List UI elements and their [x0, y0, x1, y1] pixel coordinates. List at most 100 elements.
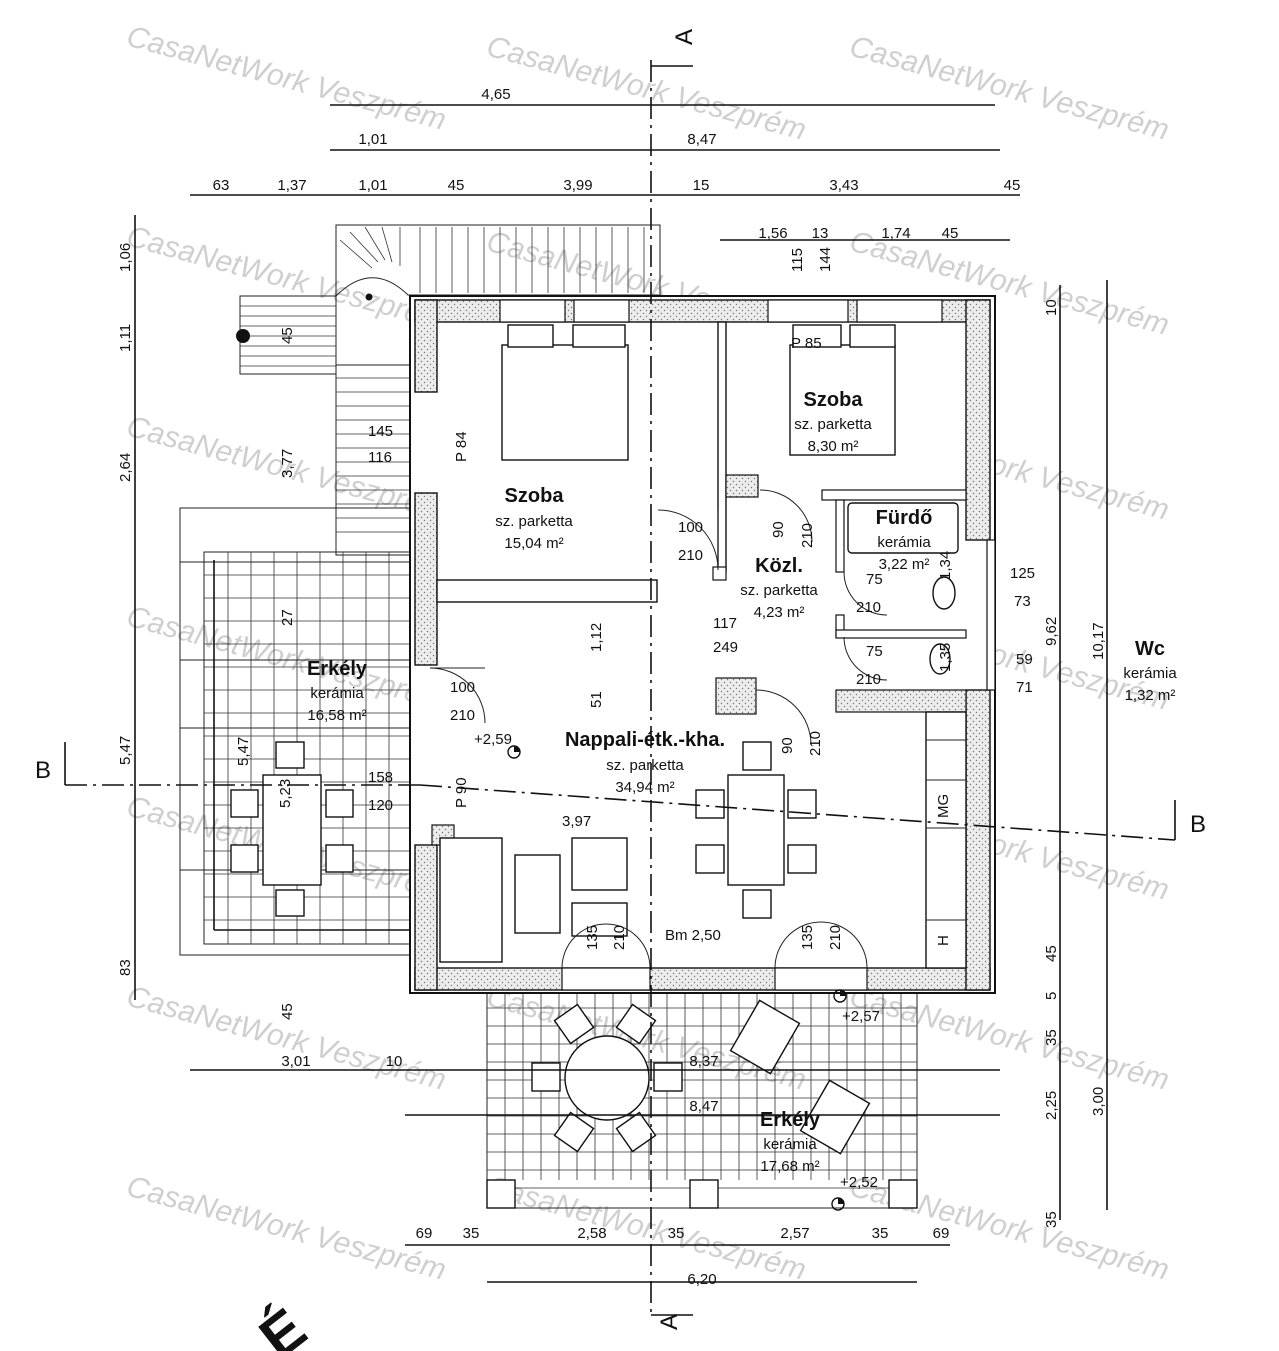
dim-door: 210: [807, 731, 824, 756]
room-name: Szoba: [804, 389, 864, 411]
dim-bottom: 35: [668, 1225, 685, 1242]
dim-top: 1,74: [881, 225, 910, 242]
room-nappali: Nappali-étk.-kha. sz. parketta 34,94 m²: [565, 729, 725, 796]
room-kozl: Közl. sz. parketta 4,23 m²: [740, 555, 818, 621]
room-name: Erkély: [307, 658, 368, 680]
section-mark-b-right: B: [1190, 811, 1206, 838]
room-name: Wc: [1135, 638, 1165, 660]
dim-bottom: 10: [386, 1053, 403, 1070]
room-height: Bm 2,50: [665, 927, 721, 944]
dim-misc: 3,97: [562, 813, 591, 830]
room-wc: Wc kerámia 1,32 m²: [1123, 638, 1177, 704]
dim-door: 210: [678, 547, 703, 564]
room-szoba-small: Szoba sz. parketta 8,30 m²: [794, 389, 872, 455]
dim-top: 1,01: [358, 131, 387, 148]
dim-top: 8,47: [687, 131, 716, 148]
dim-bottom: 3,01: [281, 1053, 310, 1070]
dim-top: 4,65: [481, 86, 510, 103]
dim-door: 135: [799, 925, 816, 950]
dim-left: 5,47: [117, 736, 134, 765]
dim-top: 15: [693, 177, 710, 194]
section-mark-b-left: B: [35, 757, 51, 784]
dim-door: 135: [584, 925, 601, 950]
room-name: Szoba: [505, 485, 565, 507]
dim-bottom: 69: [933, 1225, 950, 1242]
door-swings: [429, 489, 888, 969]
watermark: CasaNetWork Veszprém: [483, 1170, 809, 1287]
watermark: CasaNetWork Veszprém: [483, 30, 809, 147]
watermark: CasaNetWork Veszprém: [123, 1170, 449, 1287]
room-floor: kerámia: [763, 1136, 817, 1153]
dim-parapet: P 84: [453, 431, 470, 462]
room-erkely-bottom: Erkély kerámia 17,68 m²: [760, 1109, 821, 1175]
dim-left: 2,64: [117, 453, 134, 482]
room-floor: sz. parketta: [495, 513, 573, 530]
dim-misc: 1,12: [588, 623, 605, 652]
room-area: 1,32 m²: [1125, 687, 1176, 704]
room-area: 16,58 m²: [307, 707, 366, 724]
dim-door: 100: [450, 679, 475, 696]
room-name: Erkély: [760, 1109, 821, 1131]
dim-stair: 145: [368, 423, 393, 440]
room-furdo: Fürdő kerámia 3,22 m²: [876, 507, 933, 573]
dim-door: 75: [866, 643, 883, 660]
section-axes: A A B B: [35, 29, 1206, 1330]
room-area: 8,30 m²: [808, 438, 859, 455]
dim-top: 1,37: [277, 177, 306, 194]
dishwasher-label: MG: [935, 794, 952, 818]
dim-bottom: 8,37: [689, 1053, 718, 1070]
dim-right: 5: [1043, 992, 1060, 1000]
dim-door: 100: [678, 519, 703, 536]
dim-window: 71: [1016, 679, 1033, 696]
dim-door: 210: [450, 707, 475, 724]
dim-misc: 5,23: [277, 779, 294, 808]
dim-window: 59: [1016, 651, 1033, 668]
dim-door: 210: [856, 599, 881, 616]
dim-left: 45: [279, 1003, 296, 1020]
room-floor: kerámia: [877, 534, 931, 551]
dim-misc: 1,34: [937, 551, 954, 580]
room-floor: kerámia: [310, 685, 364, 702]
level-mark: +2,59: [474, 731, 512, 748]
dim-left: 83: [117, 959, 134, 976]
dim-right: 35: [1043, 1029, 1060, 1046]
level-mark: +2,52: [840, 1174, 878, 1191]
watermark: CasaNetWork Veszprém: [123, 980, 449, 1097]
dim-door: 210: [856, 671, 881, 688]
dim-left: 1,06: [117, 243, 134, 272]
dim-top: 1,01: [358, 177, 387, 194]
dimension-texts: 4,65 1,01 8,47 63 1,37 1,01 45 3,99 15 3…: [117, 86, 1107, 1288]
dim-top: 13: [812, 225, 829, 242]
dim-top: 45: [448, 177, 465, 194]
watermark: CasaNetWork Veszprém: [846, 30, 1172, 147]
dim-bottom: 6,20: [687, 1271, 716, 1288]
dim-right: 10: [1043, 299, 1060, 316]
watermark: CasaNetWork Veszprém: [846, 980, 1172, 1097]
dim-door: 210: [799, 523, 816, 548]
dim-left: 45: [279, 327, 296, 344]
dim-window: 125: [1010, 565, 1035, 582]
room-labels: Szoba sz. parketta 15,04 m² Szoba sz. pa…: [307, 389, 1177, 1175]
dim-left: 1,11: [117, 324, 134, 352]
dimension-lines: [134, 104, 1108, 1283]
dim-window: 117: [713, 615, 737, 632]
dim-top: 3,43: [829, 177, 858, 194]
dim-misc: 5,47: [235, 737, 252, 766]
dim-window: 158: [368, 769, 393, 786]
dim-door: 90: [770, 521, 787, 538]
dim-right: 45: [1043, 945, 1060, 962]
dim-bottom: 69: [416, 1225, 433, 1242]
dim-top: 45: [942, 225, 959, 242]
dim-right: 3,00: [1090, 1087, 1107, 1116]
room-name: Közl.: [755, 555, 803, 577]
dim-top: 1,56: [758, 225, 787, 242]
dim-window: 120: [368, 797, 393, 814]
dim-bottom: 35: [872, 1225, 889, 1242]
dim-top: 115: [789, 248, 806, 272]
dim-top: 3,99: [563, 177, 592, 194]
level-mark: +2,57: [842, 1008, 880, 1025]
dim-right: 2,25: [1043, 1091, 1060, 1120]
dim-bottom: 2,57: [780, 1225, 809, 1242]
left-balcony: [179, 507, 413, 956]
